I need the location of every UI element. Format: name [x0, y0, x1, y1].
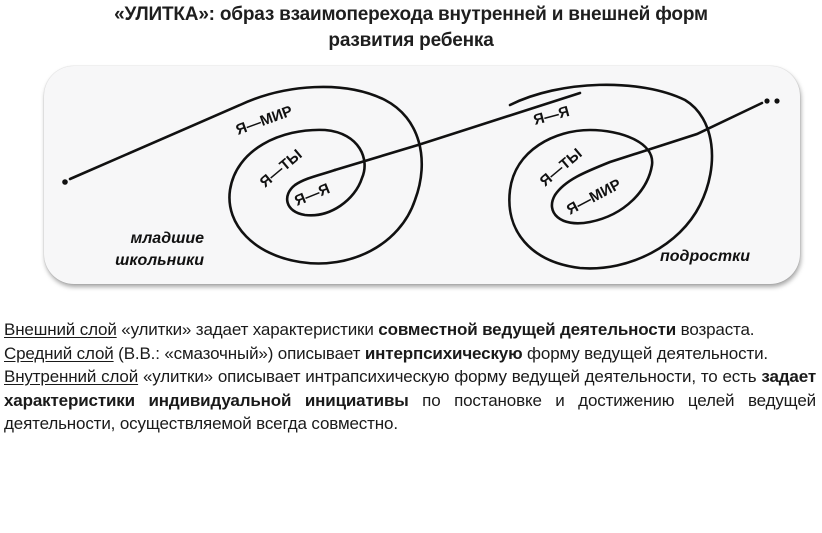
left-snail-spiral: [68, 85, 423, 265]
right-middle-label: Я—ТЫ: [537, 145, 586, 190]
page-title: «УЛИТКА»: образ взаимоперехода внутренне…: [0, 2, 822, 54]
paragraph-inner-layer: Внутренний слой «улитки» описывает интра…: [4, 367, 816, 433]
emphasis-individual-initiative: задает характеристики индивидуальной ини…: [4, 367, 816, 410]
label-outer-layer: Внешний слой: [4, 320, 117, 339]
caption-junior-schoolchildren: младшие школьники: [115, 230, 204, 269]
caption-teenagers: подростки: [660, 248, 750, 265]
label-inner-layer: Внутренний слой: [4, 367, 139, 386]
left-inner-label: Я—Я: [292, 180, 332, 209]
end-dot-icon: [764, 98, 770, 104]
title-line-1: «УЛИТКА»: образ взаимоперехода внутренне…: [114, 4, 708, 25]
emphasis-joint-activity: совместной ведущей деятельности: [378, 320, 677, 339]
paragraph-outer-layer: Внешний слой «улитки» задает характерист…: [4, 320, 755, 339]
right-snail-spiral: [508, 83, 764, 270]
description-text: Внешний слой «улитки» задает характерист…: [4, 318, 816, 436]
emphasis-interpsychic: интерпсихическую: [364, 343, 523, 363]
paragraph-middle-layer: Средний слой (В.В.: «смазочный») описыва…: [4, 343, 769, 363]
end-dot-icon: [774, 98, 780, 104]
label-middle-layer: Средний слой: [4, 343, 114, 363]
connector-line: [333, 91, 582, 172]
title-line-2: развития ребенка: [328, 30, 494, 51]
start-dot-icon: [62, 179, 68, 185]
